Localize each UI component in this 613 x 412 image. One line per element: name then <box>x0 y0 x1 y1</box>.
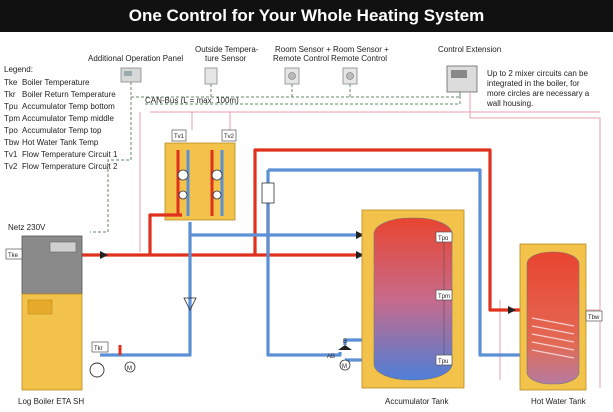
canbus-label: CAN-Bus (L = max. 100m) <box>145 96 239 105</box>
legend-desc: Flow Temperature Circuit 2 <box>22 162 118 171</box>
tv1-sensor-box <box>171 129 187 142</box>
legend-code: Tpu <box>4 102 18 111</box>
legend-code: Tpo <box>4 126 18 135</box>
legend-code: Tpm <box>4 114 20 123</box>
valve-label-ab: AB <box>327 354 335 360</box>
hot-water-coil-icon <box>531 317 575 359</box>
tpm-tag: Tpm <box>438 294 450 300</box>
legend-desc: Accumulator Temp bottom <box>22 102 115 111</box>
legend-desc: Accumulator Temp middle <box>22 114 114 123</box>
mains-label: Netz 230V <box>8 223 46 232</box>
tke-tag: Tke <box>8 253 19 259</box>
operation-panel-screen <box>124 71 132 76</box>
valve-label-b: B <box>343 339 347 345</box>
legend-desc: Accumulator Temp top <box>22 126 102 135</box>
valve-icon <box>356 231 364 239</box>
circuit-1-mixer-icon <box>178 190 188 200</box>
mixer-circuit-module <box>164 142 236 221</box>
boiler-mixer-motor-icon <box>124 361 136 373</box>
boiler-pump-icon <box>89 362 105 378</box>
note-text: integrated in the boiler, for <box>487 79 580 88</box>
room-sensor-2-label-2: Remote Control <box>331 54 387 63</box>
valve-icon <box>356 251 364 259</box>
legend-code: Tv2 <box>4 162 18 171</box>
room-sensor-1-label-2: Remote Control <box>273 54 329 63</box>
room-sensor-1-knob <box>288 72 296 80</box>
outside-sensor-label: Outside Tempera- <box>195 45 259 54</box>
cold-pipes <box>100 168 528 357</box>
note-text: Up to 2 mixer circuits can be <box>487 69 588 78</box>
tv2-sensor-box <box>221 129 237 142</box>
tkr-tag: Tkr <box>94 346 103 352</box>
note-text: wall housing. <box>486 99 533 108</box>
accumulator-name: Accumulator Tank <box>385 397 449 406</box>
check-valve-icon <box>183 297 197 311</box>
control-extension-label: Control Extension <box>438 45 501 54</box>
room-sensor-2-knob <box>346 72 354 80</box>
tv1-tag: Tv1 <box>174 134 185 140</box>
note-text: more circles are necessary a <box>487 89 590 98</box>
tv2-tag: Tv2 <box>224 134 235 140</box>
hot-water-name: Hot Water Tank <box>531 397 587 406</box>
tbw-tag: Tbw <box>588 315 600 321</box>
legend-heading: Legend: <box>4 65 33 74</box>
boiler-mixer-motor-label: M <box>127 366 132 372</box>
circuit-2-pump-icon <box>211 169 223 181</box>
circuit-1-pump-icon <box>177 169 189 181</box>
tbw-sensor-box <box>585 310 603 322</box>
valve-label-m: M <box>342 364 347 370</box>
tpu-tag: Tpu <box>438 359 448 365</box>
circuit-2-mixer-icon <box>212 190 222 200</box>
legend-desc: Flow Temperature Circuit 1 <box>22 150 118 159</box>
accumulator-valve-motor-icon <box>339 359 351 371</box>
valve-icon <box>100 251 108 259</box>
legend-code: Tkr <box>4 90 16 99</box>
tke-sensor-box <box>5 248 23 260</box>
legend-code: Tke <box>4 78 18 87</box>
legend-code: Tbw <box>4 138 19 147</box>
control-extension-screen <box>451 70 467 78</box>
valve-icon <box>508 306 516 314</box>
legend-desc: Boiler Temperature <box>22 78 90 87</box>
boiler-name: Log Boiler ETA SH <box>18 397 84 406</box>
control-extension-device <box>446 65 478 93</box>
tkr-sensor-box <box>91 341 109 353</box>
canbus-wiring <box>90 82 461 233</box>
legend-desc: Hot Water Tank Temp <box>22 138 99 147</box>
legend-desc: Boiler Return Temperature <box>22 90 116 99</box>
accumulator-diverter-valve-icon <box>338 345 352 350</box>
diverter-valve-icon <box>261 182 275 204</box>
outside-sensor-label-2: ture Sensor <box>205 54 247 63</box>
room-sensor-2-label: Room Sensor + <box>333 45 389 54</box>
operation-panel-label: Additional Operation Panel <box>88 54 183 63</box>
legend: Legend: Tke Boiler Temperature Tkr Boile… <box>4 65 118 171</box>
mixer-module-pipes <box>176 150 224 216</box>
tpo-tag: Tpo <box>438 236 449 242</box>
boiler-display <box>49 241 77 253</box>
page-title: One Control for Your Whole Heating Syste… <box>0 0 613 32</box>
boiler-door <box>27 299 53 315</box>
legend-code: Tv1 <box>4 150 18 159</box>
outside-sensor-device <box>204 67 218 85</box>
room-sensor-1-label: Room Sensor + <box>275 45 331 54</box>
